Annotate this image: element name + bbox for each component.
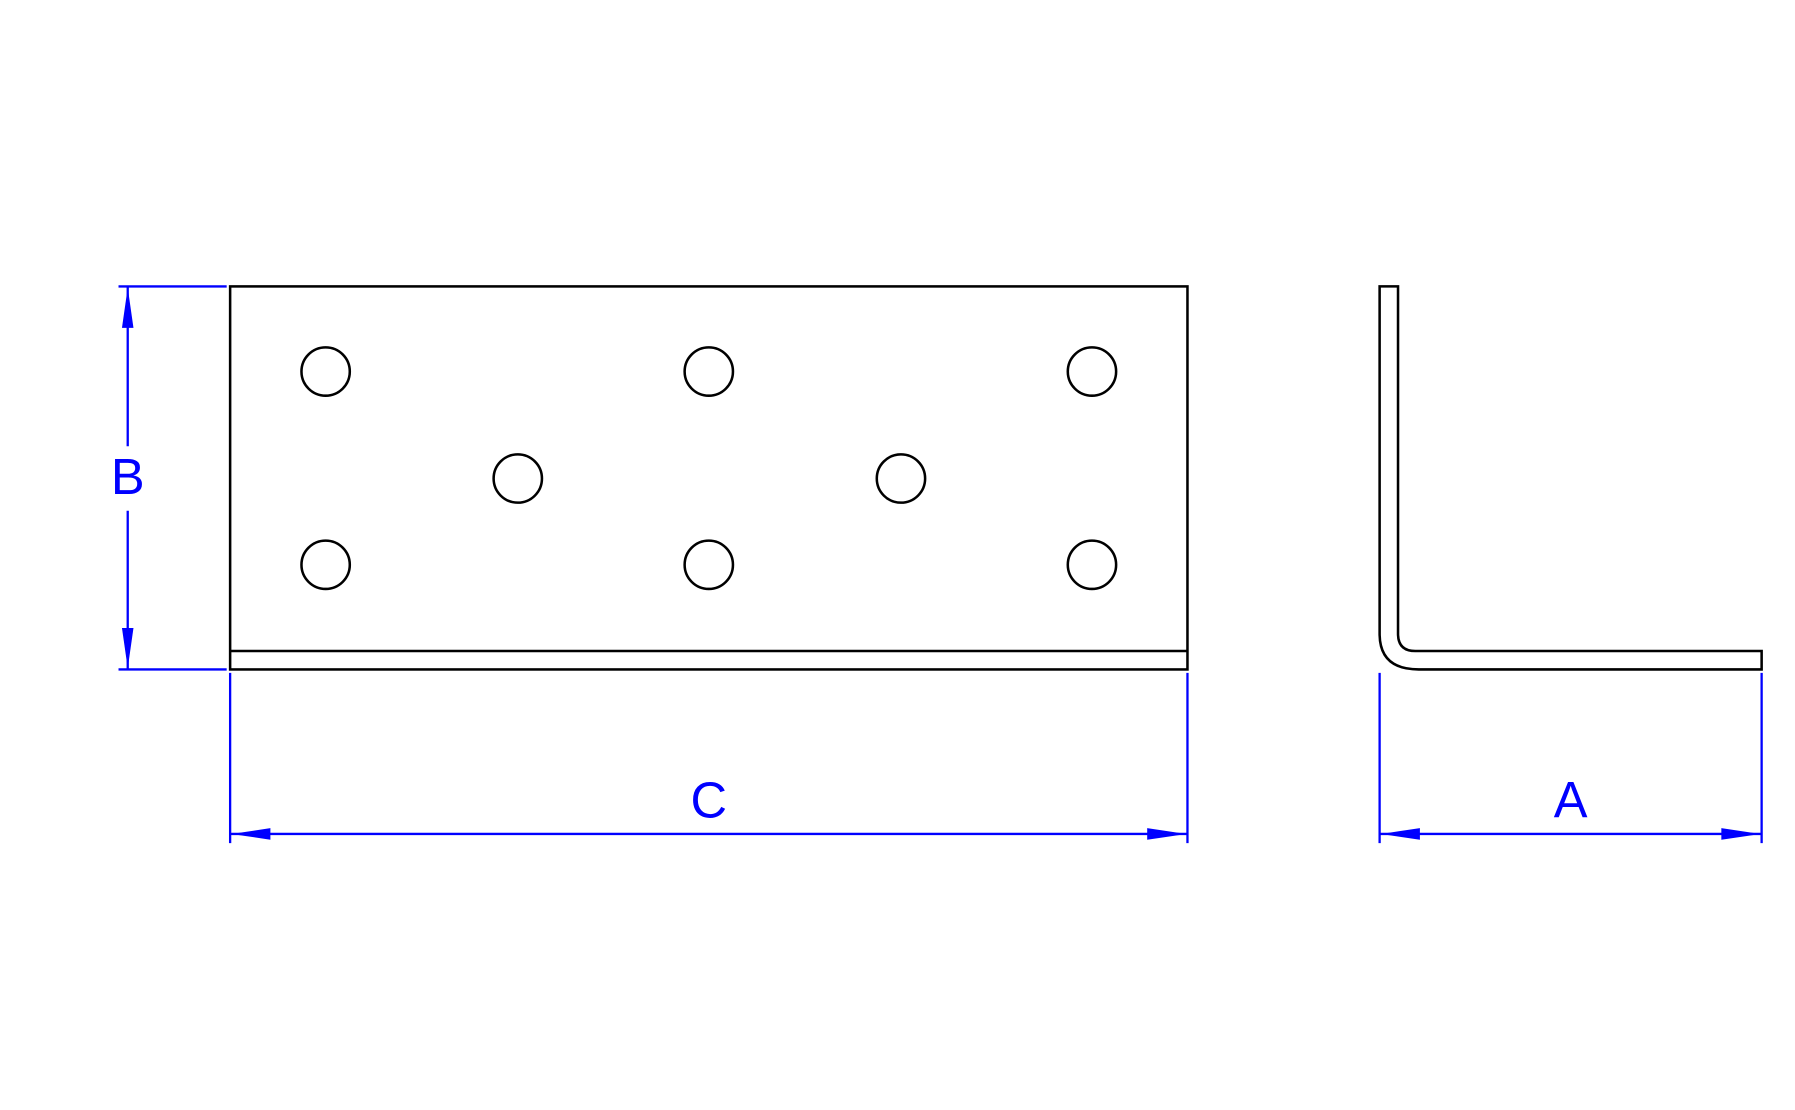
arrow-right-icon — [1721, 828, 1761, 840]
hole — [300, 539, 352, 591]
dimension-a: A — [1378, 672, 1763, 844]
hole — [492, 453, 544, 504]
arrow-up-icon — [121, 287, 134, 328]
dimension-label-c: C — [691, 771, 728, 828]
dimension-c: C — [228, 672, 1189, 844]
arrow-left-icon — [231, 828, 271, 840]
arrow-left-icon — [1380, 828, 1420, 840]
bracket-profile — [1378, 285, 1763, 671]
hole — [875, 453, 927, 504]
dimension-b: B — [111, 285, 227, 671]
dimension-label-b: B — [111, 448, 145, 505]
hole — [683, 346, 735, 397]
hole — [683, 539, 735, 591]
arrow-right-icon — [1147, 828, 1187, 840]
arrow-down-icon — [121, 628, 134, 669]
hole — [1066, 539, 1118, 591]
holes — [300, 346, 1118, 591]
hole — [1066, 346, 1118, 397]
hole — [300, 346, 352, 397]
plate-outline — [228, 285, 1189, 671]
dimension-label-a: A — [1554, 771, 1588, 828]
front-view — [228, 285, 1189, 671]
side-view — [1378, 285, 1763, 671]
